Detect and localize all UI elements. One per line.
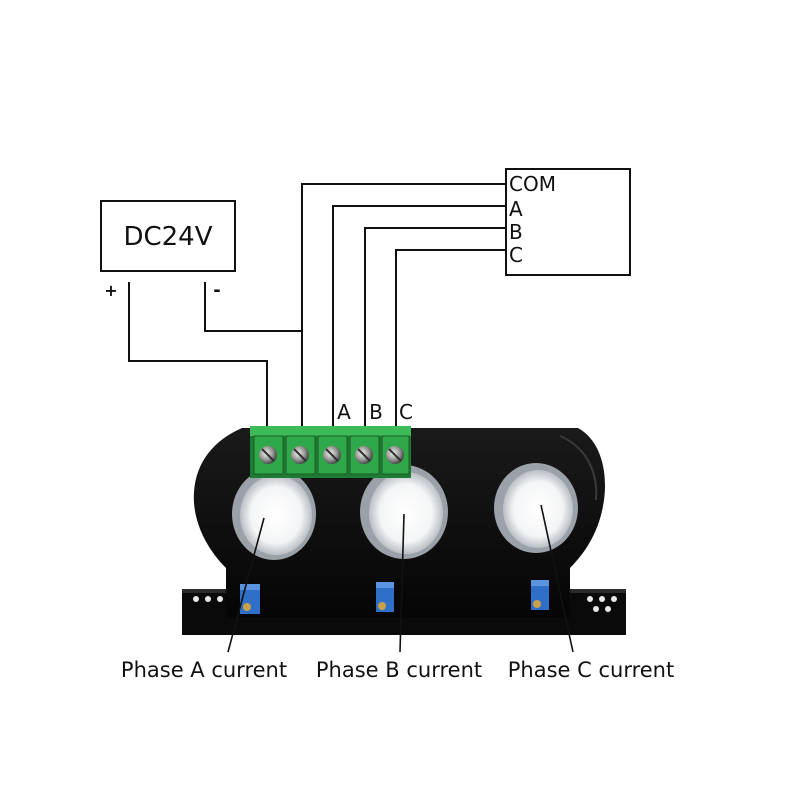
power-supply-label: DC24V [123, 222, 212, 252]
phase-b-hole [360, 465, 448, 559]
wire-positive [128, 282, 268, 428]
dc-power-supply: DC24V + - [100, 200, 236, 301]
leader-phase-c [540, 504, 574, 653]
leader-phase-b [399, 513, 405, 653]
output-terminal-c: C [509, 243, 523, 267]
mounting-holes-left [193, 596, 223, 602]
wire-phase-c [395, 249, 506, 428]
phase-c-hole [494, 463, 578, 553]
terminal-screw-2 [285, 435, 316, 475]
power-minus-label: - [213, 280, 220, 301]
terminal-screw-4 [349, 435, 380, 475]
terminal-screw-3 [317, 435, 348, 475]
phase-c-label: Phase C current [508, 658, 674, 682]
output-terminal-com: COM [509, 172, 556, 196]
wire-com [301, 183, 506, 428]
power-plus-label: + [104, 281, 117, 300]
terminal-block [250, 426, 411, 478]
wires [128, 183, 506, 428]
terminal-label-a: A [337, 400, 351, 424]
mounting-holes-right [587, 596, 617, 612]
terminal-label-c: C [399, 400, 413, 424]
terminal-label-b: B [369, 400, 383, 424]
terminal-screws [253, 435, 410, 475]
output-terminal-a: A [509, 197, 523, 221]
trimmer-phase-c [531, 580, 549, 610]
phase-b-label: Phase B current [316, 658, 482, 682]
terminal-screw-5 [381, 435, 410, 475]
trimmer-phase-b [376, 582, 394, 612]
current-sensor [182, 426, 626, 635]
phase-a-hole [232, 468, 316, 560]
leader-lines [227, 504, 574, 653]
terminal-screw-1 [253, 435, 284, 475]
wire-negative [204, 282, 302, 332]
phase-a-label: Phase A current [121, 658, 287, 682]
output-terminal-b: B [509, 220, 523, 244]
wire-phase-b [364, 227, 506, 428]
wire-phase-a [332, 205, 506, 428]
leader-phase-a [227, 517, 265, 653]
output-box: COM A B C [505, 168, 631, 276]
